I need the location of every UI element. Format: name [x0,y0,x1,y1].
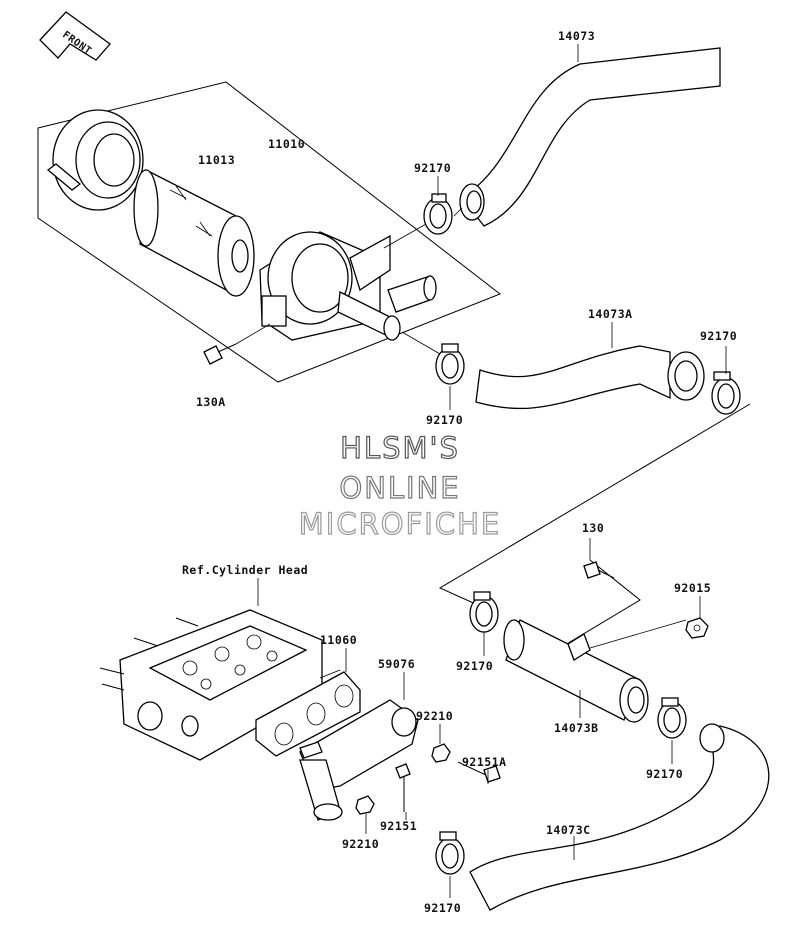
front-arrow-icon: FRONT [39,11,111,61]
clamp-pipe-left [469,591,499,633]
nut-92015 [685,617,709,639]
exhaust-gasket [255,671,361,757]
label-130: 130 [582,521,604,535]
bolt-130 [583,561,615,579]
label-14073b: 14073B [554,721,599,735]
pipe-14073b [503,619,649,723]
label-92151a: 92151A [462,755,507,769]
label-92170-pipe-left: 92170 [456,659,493,673]
hose-14073 [459,47,721,227]
nut-92210-left [355,795,375,815]
clamp-c [435,831,465,875]
label-14073: 14073 [558,29,595,43]
clamp-a-left [435,343,465,385]
nut-92210-right [431,743,451,763]
label-14073c: 14073C [546,823,591,837]
clamp-pipe-right [657,697,687,739]
air-cleaner-cap [46,109,144,211]
filter-element [133,169,255,297]
exhaust-manifold [299,699,419,821]
hose-14073a [475,345,705,410]
label-92170-a-left: 92170 [426,413,463,427]
clamp-upper [423,193,453,235]
label-92151: 92151 [380,819,417,833]
label-59076: 59076 [378,657,415,671]
label-92015: 92015 [674,581,711,595]
label-130a: 130A [196,395,226,409]
label-92170-upper: 92170 [414,161,451,175]
label-92170-pipe-right: 92170 [646,767,683,781]
air-cleaner-housing [259,231,437,341]
label-11013: 11013 [198,153,235,167]
air-cleaner-group [37,81,501,383]
label-92210-right: 92210 [416,709,453,723]
label-14073a: 14073A [588,307,633,321]
label-ref-cylinder-head: Ref.Cylinder Head [182,563,308,577]
clamp-a-right [711,371,741,415]
hose-14073c [469,723,770,911]
label-11010: 11010 [268,137,305,151]
label-11060: 11060 [320,633,357,647]
watermark-line-2: ONLINE [339,471,460,505]
watermark-line-3: MICROFICHE [299,507,501,541]
label-92170-c: 92170 [424,901,461,915]
label-92170-a-right: 92170 [700,329,737,343]
label-92210-left: 92210 [342,837,379,851]
bolt-130a [203,323,271,365]
stud-92151 [395,763,411,812]
watermark-line-1: HLSM'S [340,431,460,465]
